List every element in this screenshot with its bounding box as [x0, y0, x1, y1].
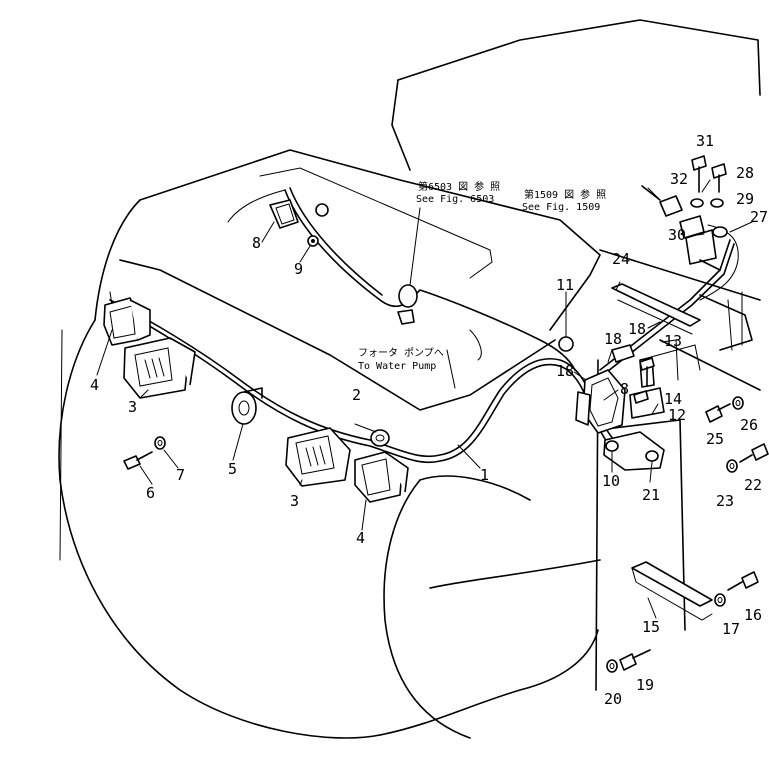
bolt-6	[123, 451, 153, 470]
leader-lines	[96, 179, 753, 619]
callout-10: 10	[602, 472, 620, 490]
callout-16: 16	[744, 606, 762, 624]
ref-fig1509-en: See Fig. 1509	[522, 202, 600, 213]
callout-21: 21	[642, 486, 660, 504]
callout-3-left: 3	[128, 398, 137, 416]
work-lamp-right	[354, 451, 409, 503]
bolt-13	[639, 357, 655, 387]
callout-15: 15	[642, 618, 660, 636]
callout-28: 28	[736, 164, 754, 182]
relay-cluster	[558, 336, 665, 434]
clip-top	[307, 235, 319, 247]
bolt-16	[727, 571, 759, 591]
front-lamp-right	[285, 427, 351, 487]
bolt-31	[691, 155, 707, 193]
front-lamp-left	[123, 337, 196, 399]
callout-24: 24	[612, 250, 630, 268]
callout-11: 11	[556, 276, 574, 294]
callout-31: 31	[696, 132, 714, 150]
callout-12: 12	[668, 406, 686, 424]
washer-26	[732, 396, 744, 410]
washer-23	[726, 459, 738, 473]
bar-15	[631, 561, 713, 621]
callout-22: 22	[744, 476, 762, 494]
callout-25: 25	[706, 430, 724, 448]
callout-26: 26	[740, 416, 758, 434]
bolt-22	[739, 443, 769, 463]
callout-20: 20	[604, 690, 622, 708]
callout-6: 6	[146, 484, 155, 502]
callout-9: 9	[294, 260, 303, 278]
callout-8-top: 8	[252, 234, 261, 252]
horn	[231, 387, 263, 425]
callout-18-left: 18	[556, 362, 574, 380]
hood-outline	[58, 19, 761, 739]
grommet	[370, 429, 390, 447]
washer-17	[714, 593, 726, 607]
callout-4-left: 4	[90, 376, 99, 394]
relay-27-32	[641, 185, 728, 271]
callout-23: 23	[716, 492, 734, 510]
callout-17: 17	[722, 620, 740, 638]
bolt-28	[711, 163, 727, 193]
ref-fig6503-jp: 第6503 図 参 照	[418, 180, 500, 193]
callout-3-right: 3	[290, 492, 299, 510]
ref-fig6503-en: See Fig. 6503	[416, 194, 494, 205]
callout-18-mid: 18	[604, 330, 622, 348]
bolt-25	[705, 403, 731, 423]
bracket-21	[603, 431, 665, 471]
callout-4-right: 4	[356, 529, 365, 547]
washer-20	[606, 659, 618, 673]
bolt-14	[633, 390, 649, 404]
reference-notes: 第6503 図 参 照 See Fig. 6503 第1509 図 参 照 Se…	[358, 180, 606, 372]
callout-29: 29	[736, 190, 754, 208]
callout-27: 27	[750, 208, 768, 226]
callout-1: 1	[480, 466, 489, 484]
ref-fig1509-jp: 第1509 図 参 照	[524, 188, 606, 201]
callout-2: 2	[352, 386, 361, 404]
callout-18-top: 18	[628, 320, 646, 338]
water-pump-connector	[397, 284, 418, 325]
callout-30: 30	[668, 226, 686, 244]
bolt-19	[619, 649, 651, 671]
callout-8-right: 8	[620, 380, 629, 398]
work-lamp-left	[103, 297, 151, 346]
callout-14: 14	[664, 390, 682, 408]
washer-32	[690, 198, 704, 208]
callout-7: 7	[176, 466, 185, 484]
callout-5: 5	[228, 460, 237, 478]
callout-19: 19	[636, 676, 654, 694]
callout-32: 32	[670, 170, 688, 188]
callout-13: 13	[664, 332, 682, 350]
washer-7	[154, 436, 166, 450]
ref-water-pump-en: To Water Pump	[358, 361, 436, 372]
callout-numbers: 1 2 3 3 4 4 5 6 7 8 8 9 10 11 12 13 14 1…	[90, 132, 768, 708]
connector-top	[269, 199, 329, 229]
washer-29	[710, 198, 724, 208]
ref-water-pump-jp: フォータ ポンプへ	[358, 347, 444, 359]
